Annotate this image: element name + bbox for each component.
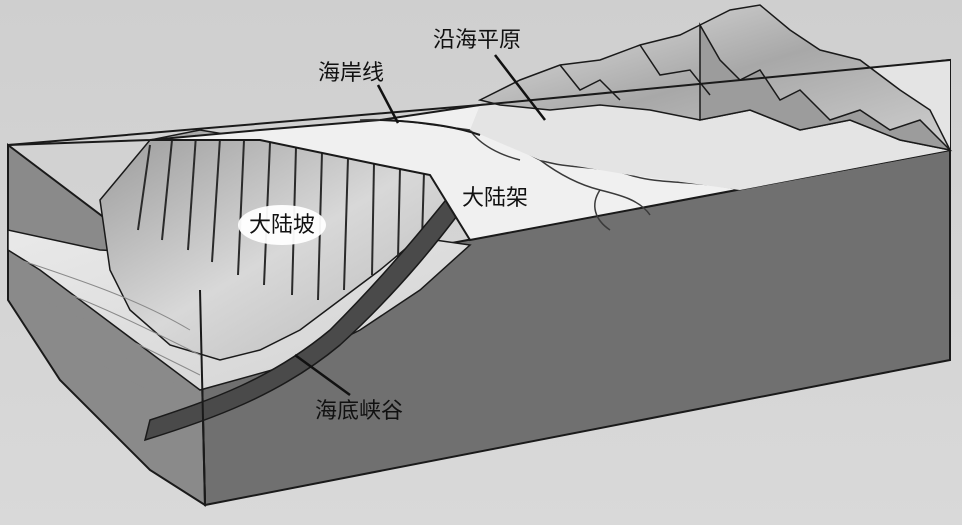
block-top-edge: [7, 59, 951, 146]
continental-slope-label: 大陆坡: [249, 213, 315, 238]
coastline-edge: [379, 119, 481, 136]
mountains: [477, 4, 953, 152]
floor-striations: [19, 259, 201, 416]
coastline-label: 海岸线: [318, 61, 384, 86]
leader-lines: [294, 54, 546, 397]
coastal-plain-label: 沿海平原: [433, 28, 521, 53]
submarine-canyon: [143, 168, 481, 442]
continental-shelf-label: 大陆架: [462, 186, 528, 211]
continental-slope-label-bg: [238, 205, 326, 245]
block-front-edge: [199, 289, 206, 506]
submarine-canyon-label: 海底峡谷: [315, 399, 403, 424]
slope-striations: [137, 134, 425, 301]
